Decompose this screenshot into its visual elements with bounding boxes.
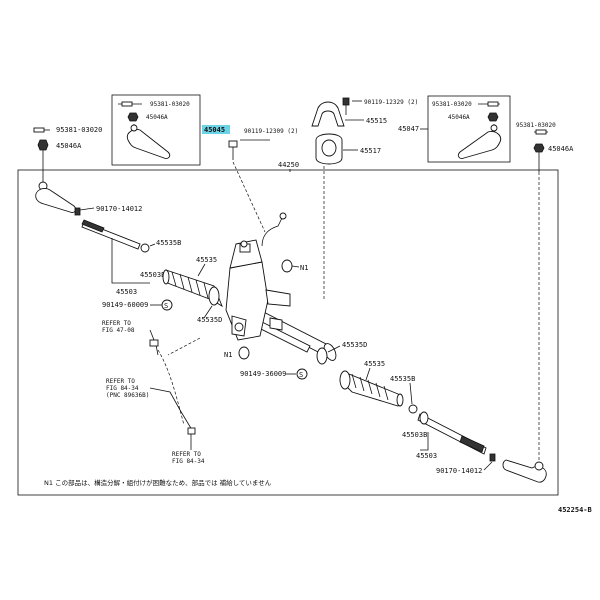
boot-clamp-icon bbox=[316, 347, 328, 365]
label-45535d-left: 45535D bbox=[197, 316, 222, 324]
label-45503-right: 45503 bbox=[416, 452, 437, 460]
locknut-icon bbox=[489, 453, 496, 462]
label-45046a-inset-left: 45046A bbox=[146, 114, 168, 121]
group-45045: 95381-03020 45046A 45045 bbox=[111, 94, 230, 166]
label-45535-right: 45535 bbox=[364, 360, 385, 368]
label-s-left: S bbox=[164, 302, 168, 310]
group-right-boot: 45535D 90149-36009 S 45535 bbox=[240, 341, 404, 407]
ref3-line2: FIG 84-34 bbox=[172, 458, 205, 465]
nut-icon bbox=[487, 112, 499, 122]
group-top-left: 95381-03020 45046A bbox=[33, 126, 102, 172]
label-90170-14012-top: 90170-14012 bbox=[96, 205, 142, 213]
label-90119-12329: 90119-12329 (2) bbox=[364, 99, 418, 106]
n1-part-mid bbox=[238, 346, 250, 360]
label-45503-left: 45503 bbox=[116, 288, 137, 296]
bracket-icon bbox=[311, 101, 345, 127]
ref2-line1: REFER TO bbox=[106, 378, 135, 385]
label-45046a-inset-right: 45046A bbox=[448, 114, 470, 121]
highlight-45045 bbox=[202, 125, 230, 134]
clip-s-left bbox=[161, 299, 173, 311]
ref2-line3: (PNC 89636B) bbox=[106, 392, 149, 399]
nut-icon bbox=[37, 139, 49, 151]
ref1-line2: FIG 47-08 bbox=[102, 327, 135, 334]
label-44250: 44250 bbox=[278, 161, 299, 169]
bolt-icon bbox=[342, 97, 350, 106]
label-90119-12309: 90119-12309 (2) bbox=[244, 128, 298, 135]
label-45535b-right: 45535B bbox=[390, 375, 415, 383]
label-95381-inset-right: 95381-03020 bbox=[432, 101, 472, 108]
group-left-tie-rod: 90170-14012 45535B 45503B 45503 bbox=[35, 172, 181, 296]
group-bracket: 90119-12329 (2) 45515 45517 bbox=[311, 97, 418, 300]
label-45503b-left: 45503B bbox=[140, 271, 165, 279]
tie-rod-end-icon bbox=[126, 129, 171, 159]
label-n1-top: N1 bbox=[300, 264, 308, 272]
label-s-right: S bbox=[299, 371, 303, 379]
label-45047: 45047 bbox=[398, 125, 419, 133]
ref2-line2: FIG 84-34 bbox=[106, 385, 139, 392]
inset-box-45045 bbox=[111, 94, 201, 166]
label-90170-14012-bot: 90170-14012 bbox=[436, 467, 482, 475]
tie-rod-end-icon bbox=[35, 187, 77, 213]
label-45046a-right: 45046A bbox=[548, 145, 574, 153]
label-90149-36009: 90149-36009 bbox=[240, 370, 286, 378]
tie-rod-end-icon bbox=[457, 131, 502, 159]
group-left-ref: REFER TO FIG 47-08 REFER TO FIG 84-34 (P… bbox=[102, 320, 205, 465]
nut-icon bbox=[127, 112, 139, 122]
footnote-n1: N1 この部品は、構造分解・組付けが困難なため、部品では 補給していません bbox=[44, 478, 272, 487]
label-45046a-left: 45046A bbox=[56, 142, 82, 150]
group-rack-housing: N1 N1 bbox=[224, 212, 337, 361]
ref1-line1: REFER TO bbox=[102, 320, 131, 327]
label-45535b-left: 45535B bbox=[156, 239, 181, 247]
ref3-line1: REFER TO bbox=[172, 451, 201, 458]
main-frame bbox=[17, 169, 559, 496]
group-90119-12309: 90119-12309 (2) bbox=[228, 128, 298, 233]
label-90149-60009: 90149-60009 bbox=[102, 301, 148, 309]
nut-icon bbox=[533, 143, 545, 153]
figure-id: 452254-B bbox=[558, 506, 592, 514]
label-45045[interactable]: 45045 bbox=[204, 126, 225, 134]
label-45535d-right: 45535D bbox=[342, 341, 367, 349]
label-45535-left: 45535 bbox=[196, 256, 217, 264]
group-left-boot: 45535 90149-60009 S 45535D bbox=[102, 256, 223, 324]
n1-part-top bbox=[281, 259, 293, 273]
label-95381-03020-right: 95381-03020 bbox=[516, 122, 556, 129]
bolt-icon bbox=[228, 140, 238, 148]
locknut-icon bbox=[74, 207, 81, 216]
group-right-tie-rod: 45535B 45503B 45503 90170-14012 bbox=[390, 375, 547, 483]
label-n1-mid: N1 bbox=[224, 351, 232, 359]
label-45515: 45515 bbox=[366, 117, 387, 125]
label-45503b-right: 45503B bbox=[402, 431, 427, 439]
label-95381-03020-left: 95381-03020 bbox=[56, 126, 102, 134]
label-45517: 45517 bbox=[360, 147, 381, 155]
label-95381-inset-left: 95381-03020 bbox=[150, 101, 190, 108]
group-top-right: 95381-03020 45046A bbox=[516, 122, 574, 460]
group-45047: 95381-03020 45046A 45047 bbox=[398, 95, 511, 163]
clip-s-right bbox=[296, 368, 308, 380]
